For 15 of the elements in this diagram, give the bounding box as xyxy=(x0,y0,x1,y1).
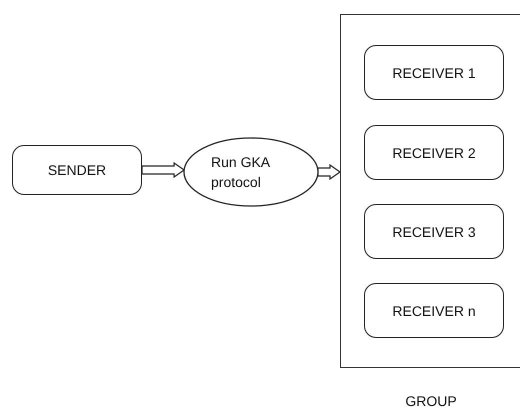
process-ellipse xyxy=(183,137,319,207)
block-arrow xyxy=(317,164,342,180)
sender-box xyxy=(12,145,142,195)
node-label: RECEIVER 1 xyxy=(392,64,476,80)
receiver-box xyxy=(364,45,504,100)
receiver-box xyxy=(364,283,504,338)
receiver-box xyxy=(364,125,504,180)
node-label: RECEIVER 3 xyxy=(392,224,476,240)
receiver-box xyxy=(364,204,504,259)
group-label: GROUP xyxy=(404,393,458,407)
node-label: RECEIVER 2 xyxy=(392,144,476,160)
node-label: SENDER xyxy=(48,162,106,178)
node-label: Run GKA protocol xyxy=(211,153,271,192)
block-arrow xyxy=(141,162,186,178)
node-label: RECEIVER n xyxy=(392,302,476,318)
